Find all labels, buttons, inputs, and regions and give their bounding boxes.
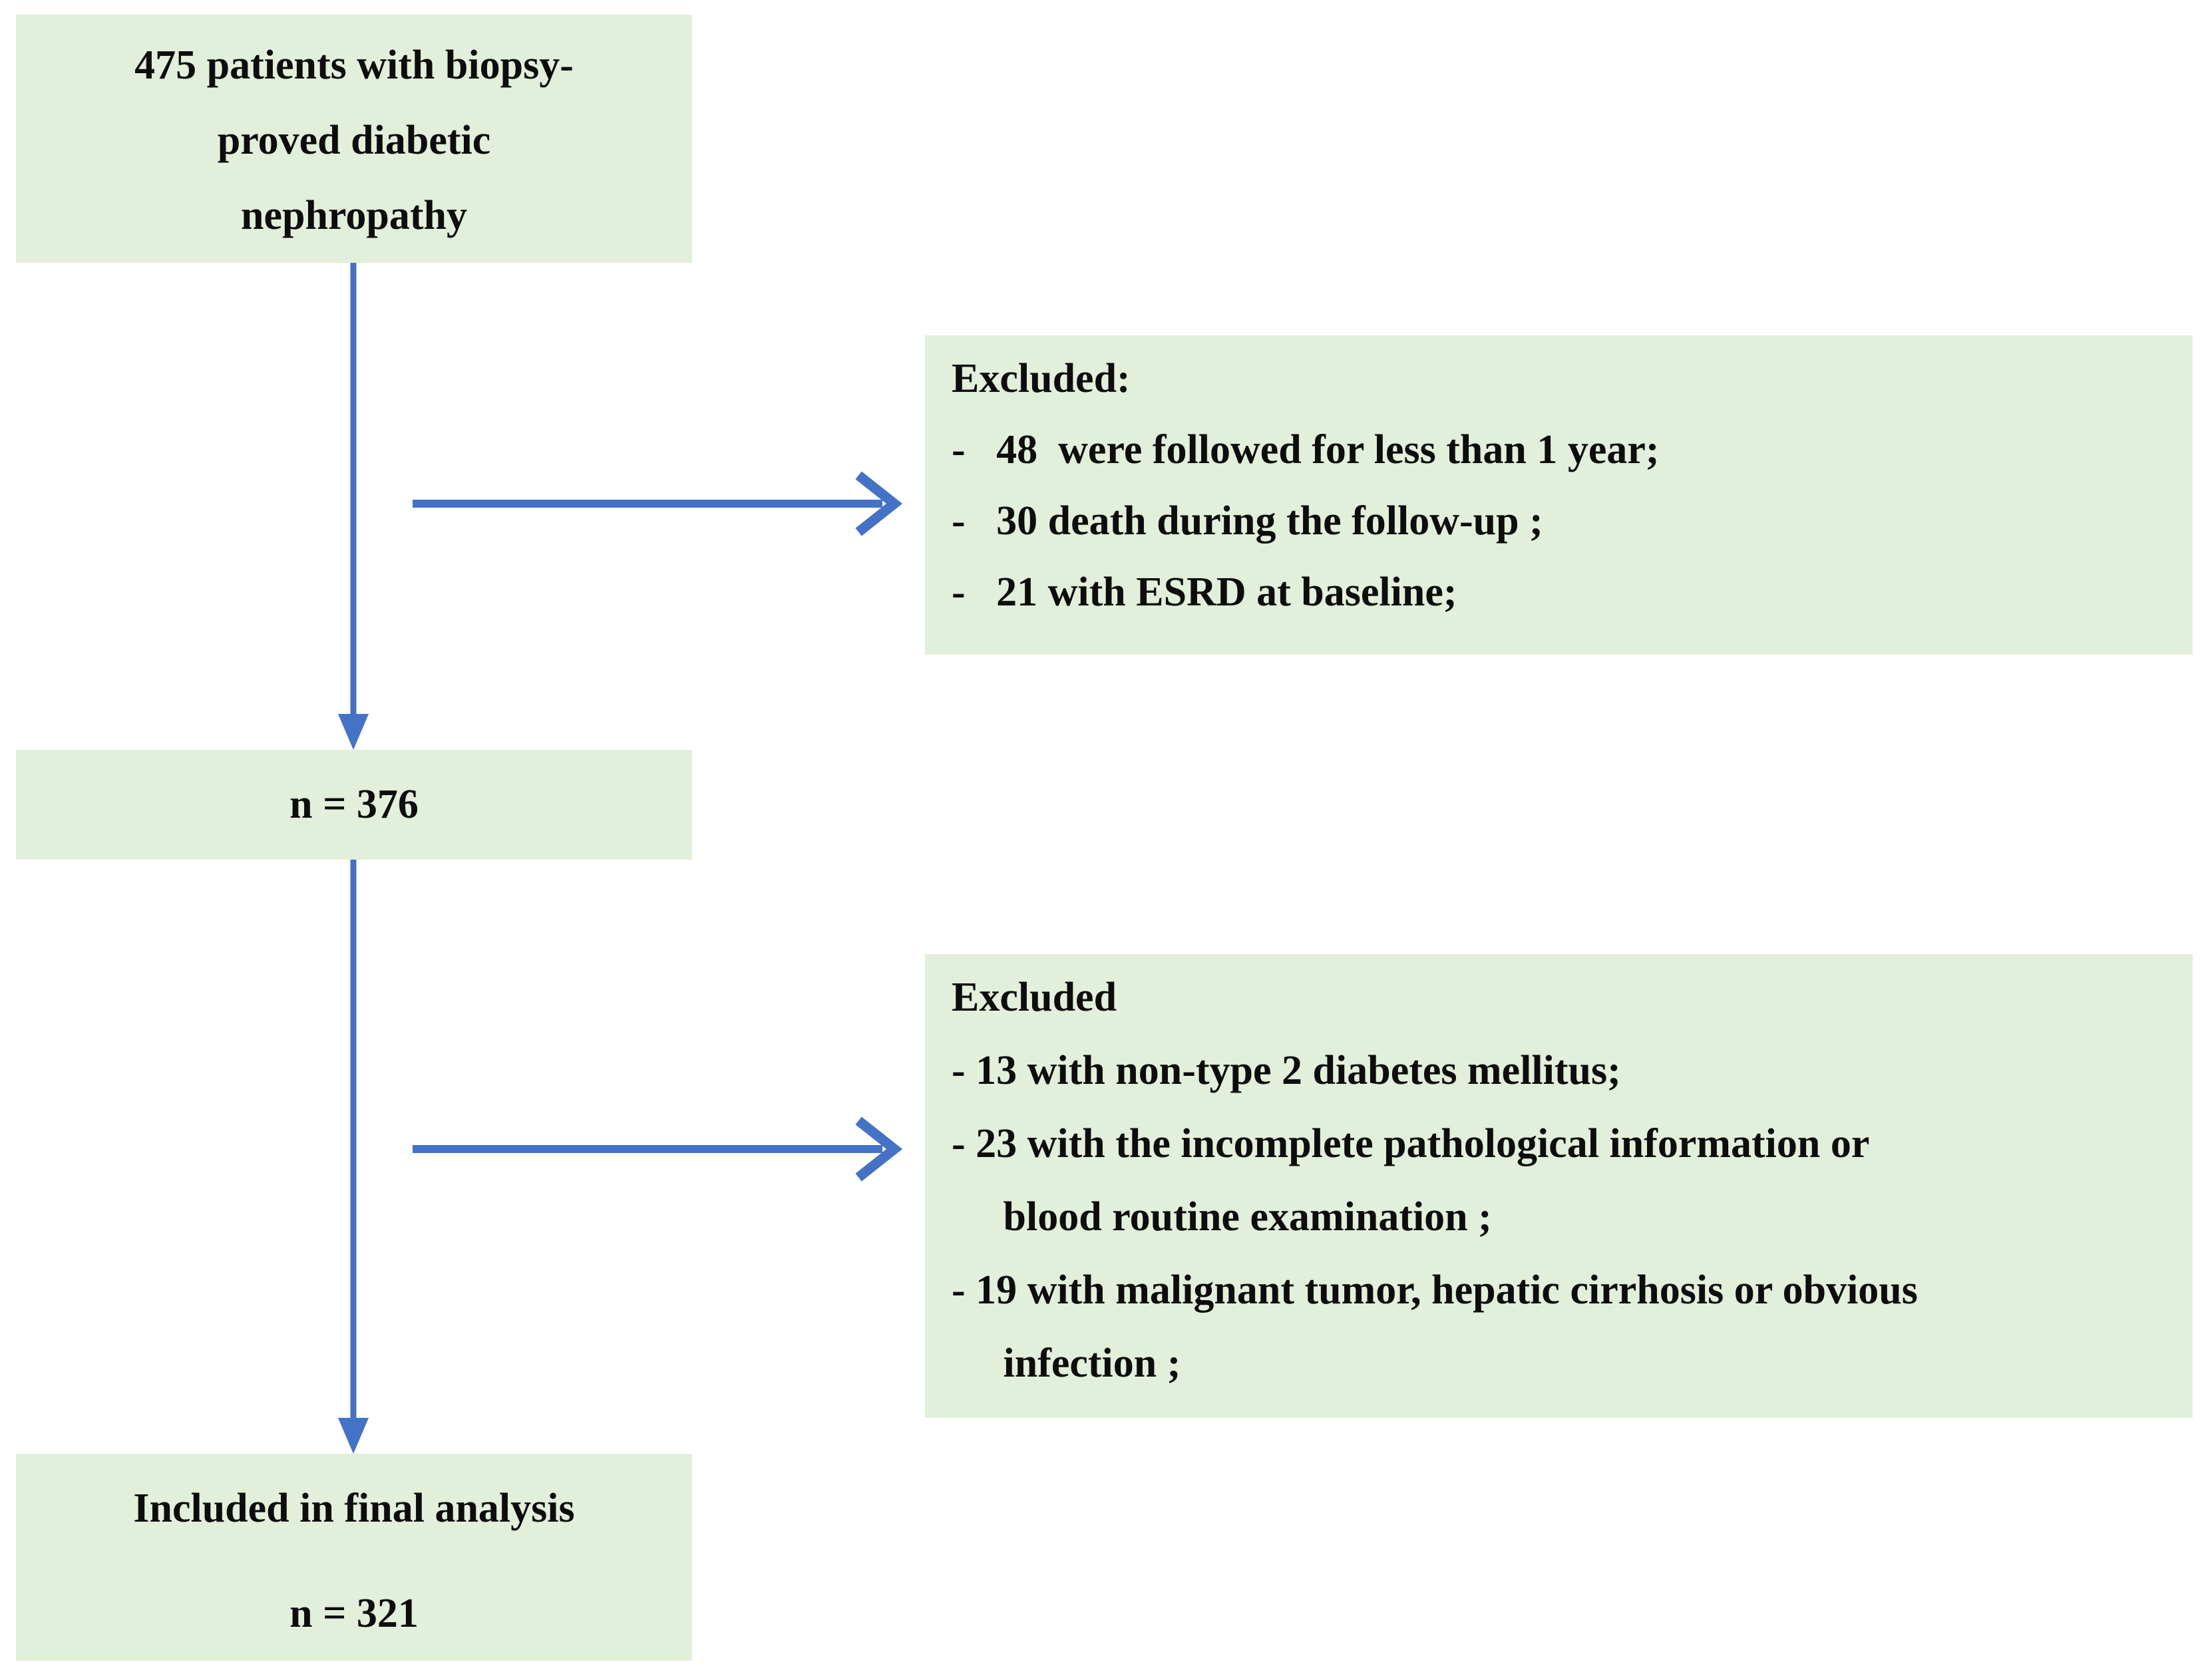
final-box-line: Included in final analysis [133,1486,575,1531]
final-box: Included in final analysis n = 321 [16,1454,692,1661]
exclusion-box-2-title: Excluded [952,975,1117,1020]
arrow-right-to-exclusion-1 [413,471,903,536]
exclusion-item: - 19 with malignant tumor, hepatic cirrh… [952,1267,1918,1386]
exclusion-item: - 48 were followed for less than 1 year; [952,427,1660,472]
exclusion-box-1-title: Excluded: [952,356,1131,401]
exclusion-box-1: Excluded: - 48 were followed for less th… [925,335,2193,655]
start-box-line: proved diabetic [217,118,491,163]
arrow-down-start-to-cohort [338,263,369,750]
exclusion-item: - 30 death during the follow-up ; [952,498,1543,544]
final-box-count: n = 321 [289,1591,419,1636]
exclusion-box-2: Excluded - 13 with non-type 2 diabetes m… [925,954,2193,1418]
start-box: 475 patients with biopsy- proved diabeti… [16,15,692,263]
exclusion-item: - 23 with the incomplete pathological in… [952,1121,1870,1240]
exclusion-item: - 21 with ESRD at baseline; [952,570,1457,615]
arrow-right-to-exclusion-2 [413,1116,903,1182]
cohort-box-label: n = 376 [289,782,419,827]
start-box-line: 475 patients with biopsy- [134,43,574,88]
start-box-line: nephropathy [241,193,467,238]
arrow-down-cohort-to-final [338,860,369,1454]
exclusion-item: - 13 with non-type 2 diabetes mellitus; [952,1048,1621,1093]
cohort-box: n = 376 [16,750,692,860]
